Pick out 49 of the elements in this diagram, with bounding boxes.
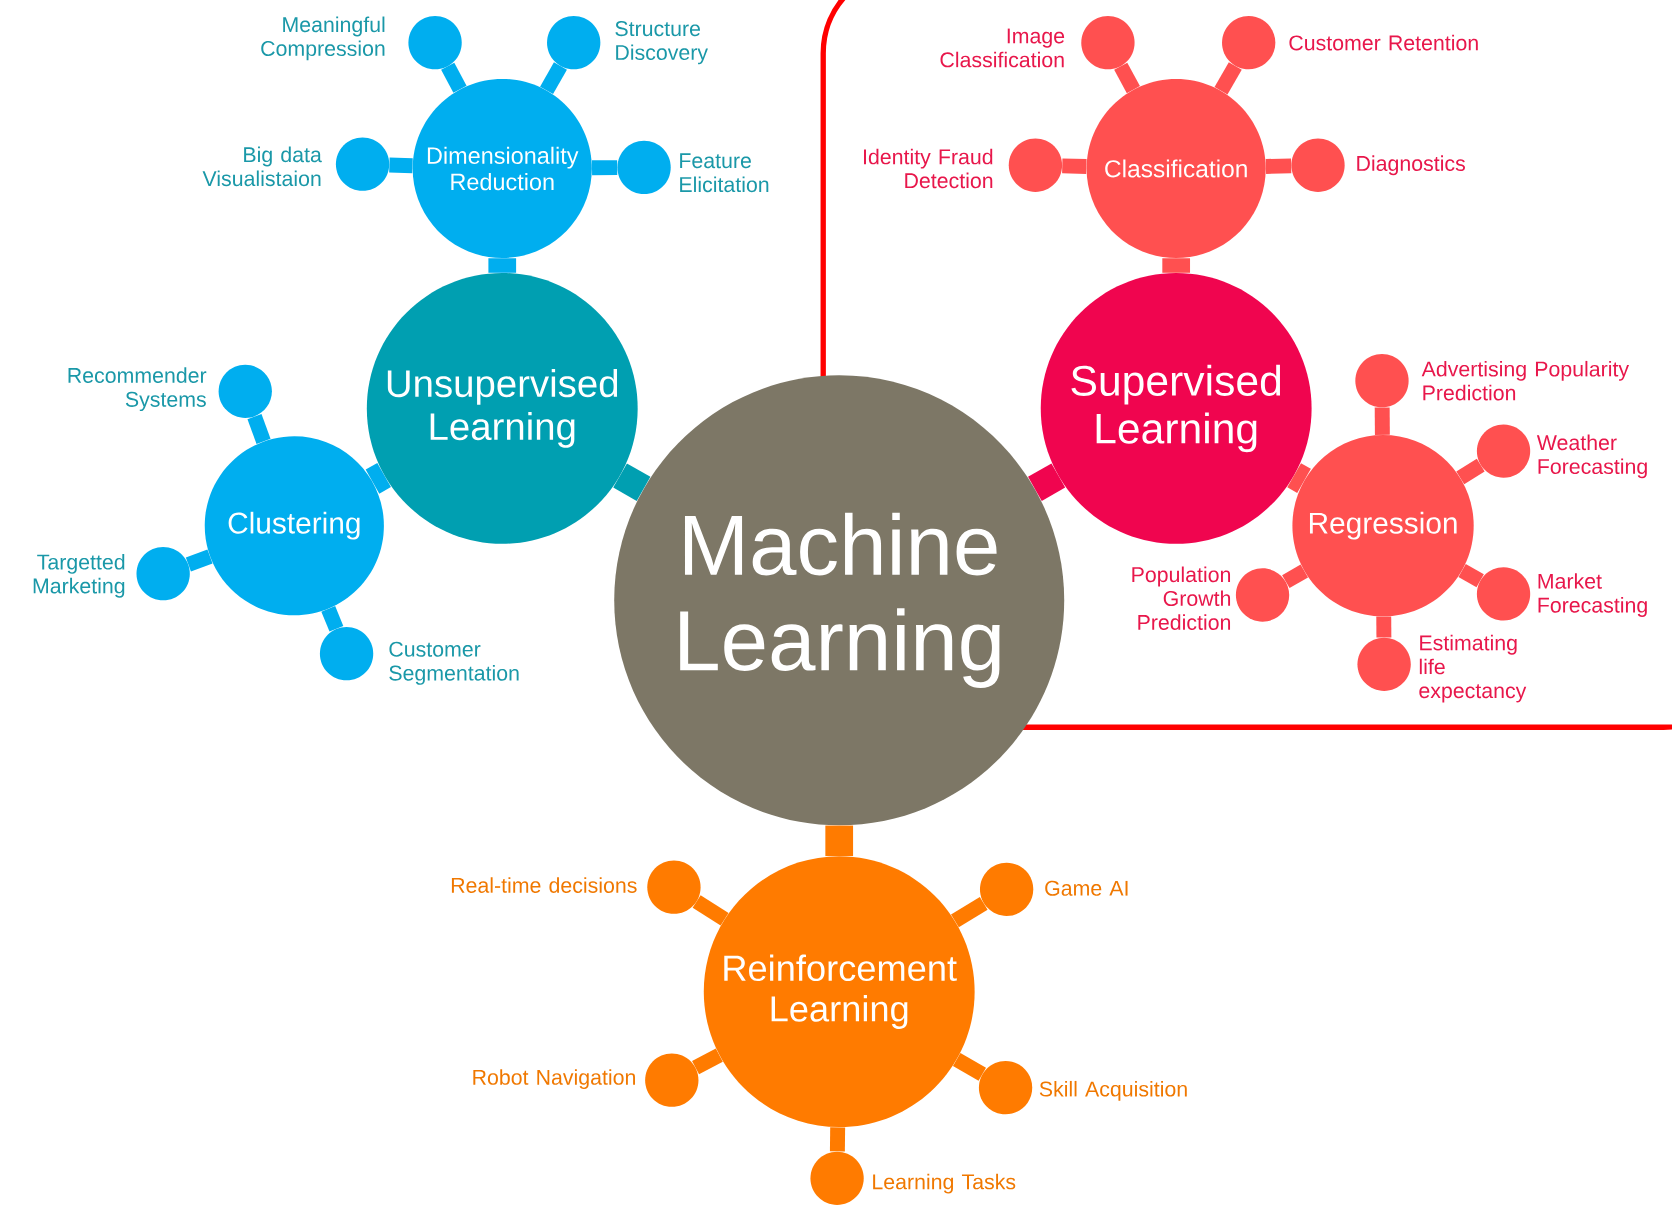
leaf-label: Recommender Systems bbox=[68, 367, 207, 412]
connector-stem bbox=[389, 157, 413, 174]
leaf-label: Learning Tasks bbox=[873, 1173, 1016, 1194]
leaf-label: Targetted Marketing bbox=[33, 553, 125, 598]
connector-stem bbox=[1376, 616, 1392, 638]
leaf-label: Meaningful Compression bbox=[261, 16, 385, 61]
leaf-label: Skill Acquisition bbox=[1039, 1080, 1187, 1101]
leaf-label: Feature Elicitation bbox=[680, 153, 769, 193]
connector-stem bbox=[613, 463, 651, 501]
connector-stem bbox=[1162, 258, 1191, 273]
connector-stem bbox=[488, 258, 517, 273]
connector-stem bbox=[1214, 62, 1242, 95]
connector-stem bbox=[1374, 407, 1390, 435]
leaf-label: Game AI bbox=[1045, 880, 1128, 896]
leaf-label: Real-time decisions bbox=[451, 877, 637, 893]
connector-stem bbox=[185, 549, 213, 572]
leaf-label: Image Classification bbox=[940, 28, 1065, 68]
connector-stem bbox=[321, 606, 344, 632]
connector-stem bbox=[692, 1048, 723, 1075]
connector-stem bbox=[829, 1127, 846, 1152]
connector-stem bbox=[247, 414, 271, 444]
leaf-label: Advertising Popularity Prediction bbox=[1421, 360, 1629, 401]
connector-stem bbox=[1028, 463, 1066, 501]
connector-stem bbox=[1114, 62, 1140, 94]
connector-stem bbox=[825, 825, 854, 857]
leaf-label: Estimating life expectancy bbox=[1419, 634, 1527, 703]
connector-stem bbox=[1287, 463, 1311, 493]
connector-stem bbox=[951, 896, 988, 928]
connector-stem bbox=[692, 895, 729, 926]
leaf-label: Diagnostics bbox=[1357, 155, 1465, 176]
connector-stem bbox=[952, 1053, 987, 1081]
leaf-label: Market Forecasting bbox=[1538, 573, 1647, 617]
connector-stem bbox=[441, 62, 467, 93]
connector-stem bbox=[1062, 158, 1087, 174]
leaf-label: Robot Navigation bbox=[473, 1069, 635, 1090]
connector-stem bbox=[1458, 564, 1484, 588]
connector-stem bbox=[1282, 564, 1309, 589]
leaf-label: Structure Discovery bbox=[615, 21, 708, 65]
connector-stem bbox=[540, 62, 567, 95]
leaf-label: Identity Fraud Detection bbox=[864, 148, 993, 189]
leaf-label: Weather Forecasting bbox=[1536, 434, 1647, 479]
connector-stem bbox=[1456, 458, 1485, 485]
leaf-label: Customer Segmentation bbox=[389, 641, 519, 685]
connector-stem bbox=[1265, 158, 1292, 174]
connector-stem bbox=[365, 463, 391, 494]
leaf-label: Customer Retention bbox=[1289, 34, 1478, 51]
leaf-label: Big data Visualistaion bbox=[202, 146, 322, 187]
connector-stem bbox=[591, 160, 618, 176]
leaf-label: Population Growth Prediction bbox=[1132, 566, 1231, 630]
